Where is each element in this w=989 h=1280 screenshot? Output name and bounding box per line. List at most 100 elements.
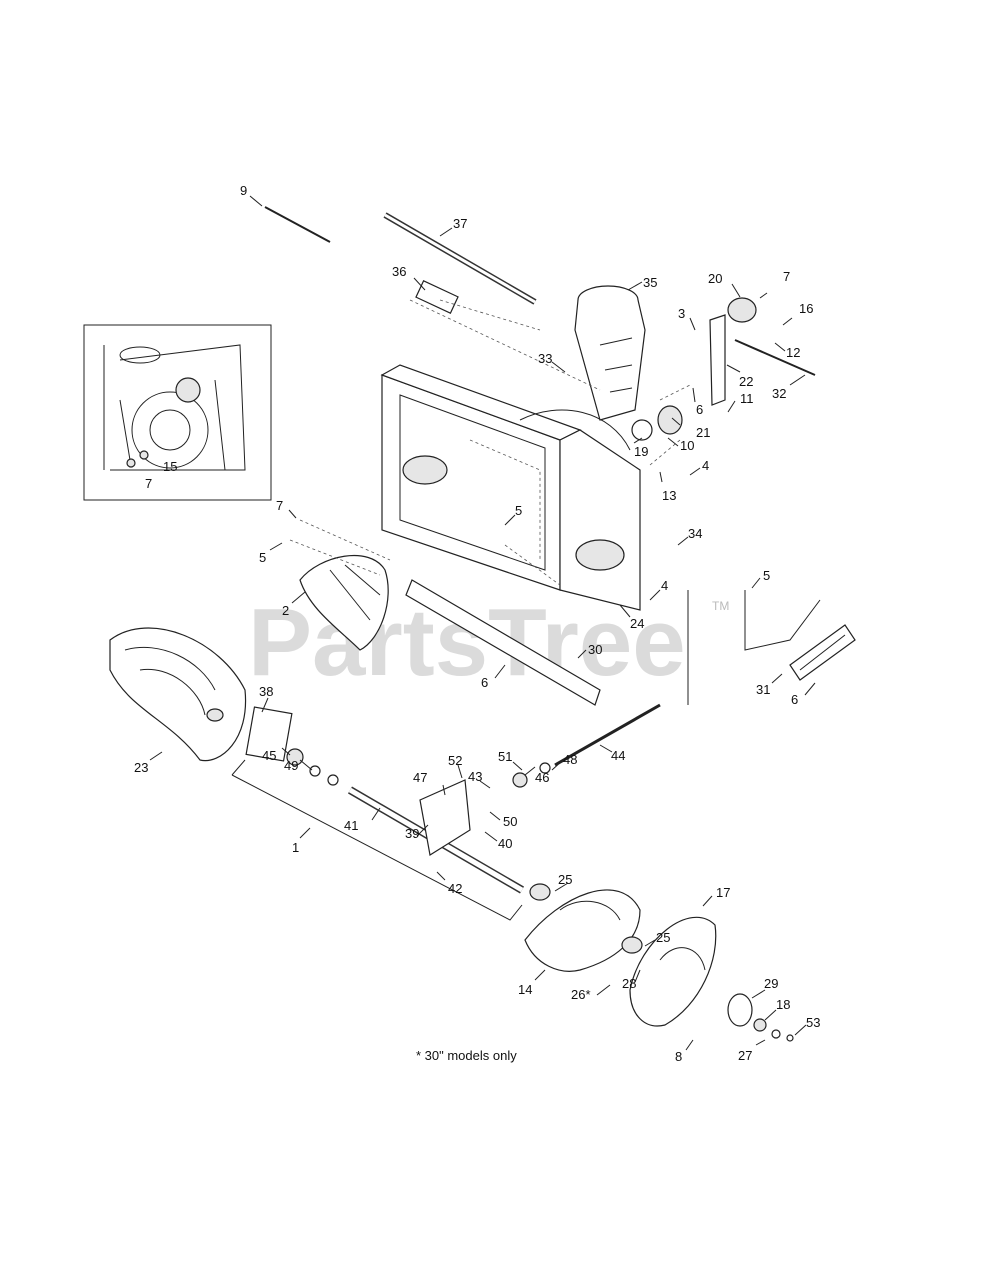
callout: 14 bbox=[518, 969, 546, 997]
inset-detail-view bbox=[83, 324, 272, 501]
callout: 44 bbox=[599, 744, 625, 763]
callout: 34 bbox=[677, 526, 702, 546]
callout: 36 bbox=[392, 264, 426, 291]
callout: 3 bbox=[678, 306, 696, 331]
svg-text:11: 11 bbox=[740, 391, 754, 406]
callout: 35 bbox=[627, 275, 657, 291]
chute-crank-shaft bbox=[383, 212, 537, 305]
callout: 10 bbox=[667, 437, 694, 453]
svg-text:17: 17 bbox=[716, 885, 730, 900]
auger-right-outer bbox=[629, 916, 794, 1042]
bearing-45 bbox=[286, 748, 304, 766]
skid-shoe-inset bbox=[687, 590, 856, 705]
svg-text:16: 16 bbox=[799, 301, 813, 316]
callout: 22 bbox=[726, 364, 753, 389]
svg-text:32: 32 bbox=[772, 386, 786, 401]
callout: 1 bbox=[292, 827, 311, 855]
svg-text:37: 37 bbox=[453, 216, 467, 231]
svg-text:13: 13 bbox=[662, 488, 676, 503]
callout: 45 bbox=[262, 747, 291, 763]
bearing-46 bbox=[512, 772, 528, 788]
svg-text:20: 20 bbox=[708, 271, 722, 286]
svg-text:39: 39 bbox=[405, 826, 419, 841]
svg-text:49: 49 bbox=[284, 758, 298, 773]
svg-text:35: 35 bbox=[643, 275, 657, 290]
callout: 5 bbox=[504, 503, 522, 526]
dashed-guides bbox=[289, 299, 691, 586]
auger-left bbox=[109, 627, 247, 762]
callout: 25 bbox=[644, 930, 670, 947]
svg-text:46: 46 bbox=[535, 770, 549, 785]
callout: 53 bbox=[794, 1015, 820, 1036]
callout: 50 bbox=[489, 811, 517, 829]
auger-right bbox=[524, 883, 643, 972]
callout: 8 bbox=[675, 1039, 694, 1064]
callout: 4 bbox=[649, 578, 668, 601]
callout: 11 bbox=[727, 391, 754, 413]
callout: 6 bbox=[692, 387, 703, 417]
callout: 26* bbox=[571, 984, 611, 1002]
svg-text:44: 44 bbox=[611, 748, 625, 763]
callout: 21 bbox=[671, 417, 710, 440]
shave-plate-30 bbox=[405, 579, 601, 706]
svg-text:10: 10 bbox=[680, 438, 694, 453]
svg-text:36: 36 bbox=[392, 264, 406, 279]
callout: 9 bbox=[240, 183, 263, 207]
auger-housing bbox=[380, 364, 641, 611]
svg-text:7: 7 bbox=[276, 498, 283, 513]
svg-text:25: 25 bbox=[558, 872, 572, 887]
callout: 6 bbox=[481, 664, 506, 690]
bracket-36 bbox=[415, 280, 459, 314]
svg-text:33: 33 bbox=[538, 351, 552, 366]
callout: 18 bbox=[764, 997, 790, 1021]
svg-text:8: 8 bbox=[675, 1049, 682, 1064]
trademark-mark: TM bbox=[712, 599, 729, 613]
callout: 23 bbox=[134, 751, 163, 775]
svg-text:51: 51 bbox=[498, 749, 512, 764]
gearbox-39 bbox=[419, 779, 471, 856]
svg-text:48: 48 bbox=[563, 752, 577, 767]
svg-text:45: 45 bbox=[262, 748, 276, 763]
callout: 30 bbox=[577, 642, 602, 659]
svg-text:50: 50 bbox=[503, 814, 517, 829]
svg-text:22: 22 bbox=[739, 374, 753, 389]
callout: 47 bbox=[413, 770, 446, 796]
callout: 13 bbox=[659, 471, 676, 503]
callout: 5 bbox=[259, 542, 283, 565]
svg-text:47: 47 bbox=[413, 770, 427, 785]
callout: 39 bbox=[405, 824, 429, 841]
callout: 20 bbox=[708, 271, 741, 298]
bearing-plate-38 bbox=[245, 706, 293, 762]
svg-text:52: 52 bbox=[448, 753, 462, 768]
callout: 5 bbox=[751, 568, 770, 589]
callout: 2 bbox=[282, 591, 306, 618]
callout: 42 bbox=[436, 871, 462, 896]
washer-48 bbox=[539, 762, 551, 774]
callout: 29 bbox=[751, 976, 778, 999]
callout: 17 bbox=[702, 885, 730, 907]
callout: 43 bbox=[468, 769, 491, 789]
svg-text:53: 53 bbox=[806, 1015, 820, 1030]
callout: 12 bbox=[774, 342, 800, 360]
callout: 37 bbox=[439, 216, 467, 237]
svg-text:41: 41 bbox=[344, 818, 358, 833]
svg-text:12: 12 bbox=[786, 345, 800, 360]
svg-text:6: 6 bbox=[791, 692, 798, 707]
footnote: * 30" models only bbox=[416, 1048, 517, 1063]
callout: 16 bbox=[782, 301, 813, 326]
svg-text:27: 27 bbox=[738, 1048, 752, 1063]
worm-shaft-44 bbox=[554, 703, 661, 767]
callout: 28 bbox=[622, 969, 641, 991]
washer-49b bbox=[327, 774, 339, 786]
svg-text:29: 29 bbox=[764, 976, 778, 991]
callout: 46 bbox=[524, 766, 549, 785]
svg-text:4: 4 bbox=[661, 578, 668, 593]
callout: 19 bbox=[633, 437, 648, 459]
callout: 33 bbox=[538, 351, 566, 373]
svg-text:5: 5 bbox=[763, 568, 770, 583]
callout: 4 bbox=[689, 458, 709, 476]
callout: 7 bbox=[145, 476, 152, 491]
svg-text:7: 7 bbox=[783, 269, 790, 284]
svg-text:38: 38 bbox=[259, 684, 273, 699]
callout: 25 bbox=[554, 872, 572, 892]
